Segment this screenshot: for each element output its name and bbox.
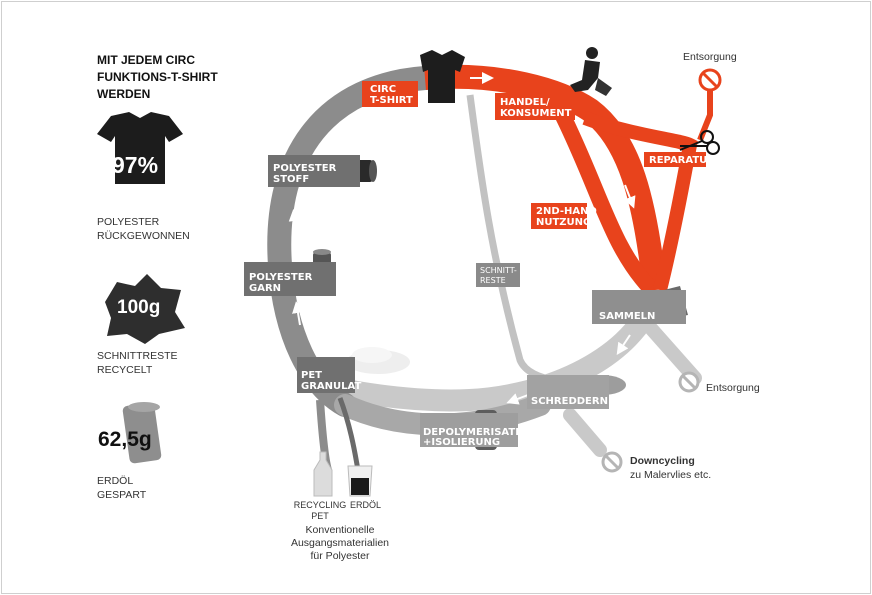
- tshirt-icon: [420, 50, 465, 103]
- svg-text:GRANULAT: GRANULAT: [301, 381, 361, 392]
- label-handel-konsument: HANDEL/ KONSUMENT: [495, 93, 575, 120]
- oil-barrel-icon: [122, 402, 162, 464]
- erdoel-source-label: ERDÖL: [350, 500, 382, 510]
- label-depolymerisation: DEPOLYMERISATION +ISOLIERUNG: [420, 413, 536, 448]
- svg-text:SAMMELN: SAMMELN: [599, 311, 655, 322]
- svg-text:GARN: GARN: [249, 283, 281, 294]
- pet-bottle-icon: [313, 451, 333, 497]
- svg-text:POLYESTER: POLYESTER: [273, 163, 337, 174]
- label-schreddern: SCHREDDERN: [527, 375, 609, 409]
- svg-text:KONSUMENT: KONSUMENT: [500, 108, 572, 119]
- label-reparatur: REPARATUR: [644, 152, 715, 167]
- granulate-pile-icon: [346, 347, 410, 374]
- tshirt-icon: [97, 112, 183, 184]
- stat-value-schnittreste: 100g: [117, 297, 161, 318]
- label-polyester-garn: POLYESTER GARN: [244, 262, 336, 296]
- label-schnittreste: SCHNITT- RESTE: [476, 263, 520, 287]
- svg-text:SCHREDDERN: SCHREDDERN: [531, 396, 608, 407]
- svg-text:RESTE: RESTE: [480, 276, 506, 285]
- stat-value-erdoel: 62,5g: [98, 428, 152, 451]
- svg-text:T-SHIRT: T-SHIRT: [370, 95, 413, 106]
- svg-text:DEPOLYMERISATION: DEPOLYMERISATION: [423, 427, 536, 438]
- svg-text:+ISOLIERUNG: +ISOLIERUNG: [423, 437, 500, 448]
- consumer-figure-icon: [570, 47, 612, 96]
- label-polyester-stoff: POLYESTER STOFF: [268, 155, 360, 187]
- svg-text:HANDEL/: HANDEL/: [500, 97, 550, 108]
- svg-text:REPARATUR: REPARATUR: [649, 155, 715, 166]
- oil-beaker-icon: [347, 465, 373, 497]
- svg-text:PET: PET: [301, 370, 322, 381]
- label-circ-tshirt: CIRC T-SHIRT: [362, 81, 418, 107]
- no-entry-icon-right: [678, 371, 700, 393]
- stat-value-polyester: 97%: [112, 152, 159, 178]
- headline: MIT JEDEM CIRC FUNKTIONS-T-SHIRT WERDEN: [97, 53, 218, 101]
- svg-text:NUTZUNG: NUTZUNG: [536, 217, 591, 228]
- label-second-hand: 2ND-HAND NUTZUNG: [531, 203, 597, 229]
- label-sammeln: SAMMELN: [592, 290, 686, 324]
- svg-text:2ND-HAND: 2ND-HAND: [536, 206, 597, 217]
- label-pet-granulat: PET GRANULAT: [297, 357, 361, 393]
- no-entry-icon-top: [698, 68, 722, 92]
- fabric-scraps-icon: [105, 274, 185, 344]
- no-entry-icon-bottom: [601, 451, 623, 473]
- entsorgung-top-label: Entsorgung: [683, 51, 737, 63]
- scissors-icon: [679, 130, 720, 155]
- svg-text:CIRC: CIRC: [370, 84, 396, 95]
- svg-text:SCHNITT-: SCHNITT-: [480, 266, 517, 275]
- svg-text:POLYESTER: POLYESTER: [249, 272, 313, 283]
- downcycling-label: Downcycling zu Malervlies etc.: [630, 455, 712, 481]
- svg-text:STOFF: STOFF: [273, 174, 309, 185]
- entsorgung-right-label: Entsorgung: [706, 382, 760, 394]
